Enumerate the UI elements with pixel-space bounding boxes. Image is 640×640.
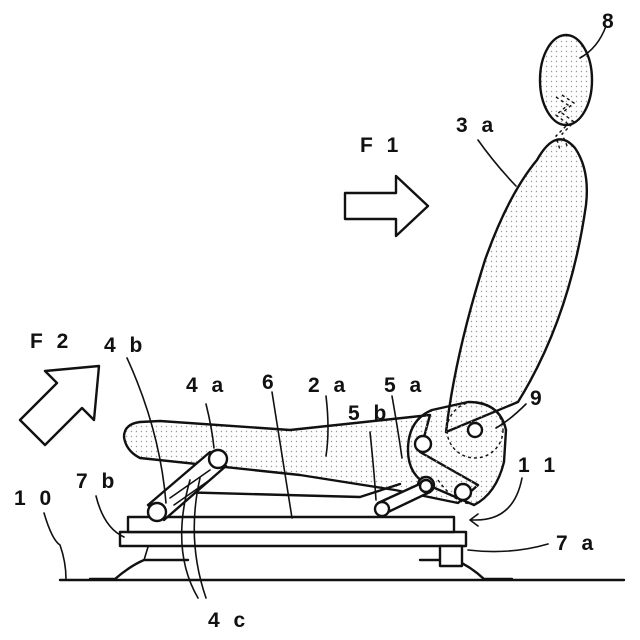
bracket-pivot-3 [455, 484, 471, 500]
force-arrow-f2 [20, 366, 99, 445]
label-3a: 3 a [456, 114, 497, 137]
seatback [446, 139, 587, 432]
label-4a: 4 a [186, 374, 227, 397]
foot-support [144, 547, 455, 560]
label-5b: 5 b [348, 402, 390, 425]
label-8: 8 [602, 10, 618, 33]
leader-10 [44, 513, 66, 579]
label-5a: 5 a [384, 374, 425, 397]
label-4c: 4 c [208, 609, 249, 632]
label-2a: 2 a [308, 374, 349, 397]
headrest [540, 35, 592, 125]
lower-rail [120, 532, 466, 546]
leader-7a [468, 544, 548, 552]
label-7a: 7 a [556, 532, 597, 555]
label-f2: F 2 [30, 330, 72, 353]
force-arrow-f1 [345, 176, 428, 236]
front-link-pivot-lower [148, 503, 166, 521]
label-7b: 7 b [76, 470, 118, 493]
recliner-pivot [468, 423, 482, 437]
front-floor-foot [90, 560, 188, 579]
rail-block [440, 546, 462, 566]
label-4b: 4 b [104, 334, 146, 357]
label-9: 9 [530, 387, 546, 410]
label-11: 1 1 [518, 454, 559, 477]
rear-floor-foot [420, 560, 512, 579]
label-6: 6 [262, 371, 278, 394]
label-10: 1 0 [14, 487, 55, 510]
upper-rail [128, 517, 454, 532]
label-f1: F 1 [360, 134, 402, 157]
front-link-pivot-upper [209, 450, 227, 468]
rear-link-pivot-lower [375, 502, 389, 516]
bracket-pivot-1 [415, 436, 431, 452]
rear-link-pivot-upper [420, 480, 432, 492]
leader-3a [478, 140, 516, 186]
